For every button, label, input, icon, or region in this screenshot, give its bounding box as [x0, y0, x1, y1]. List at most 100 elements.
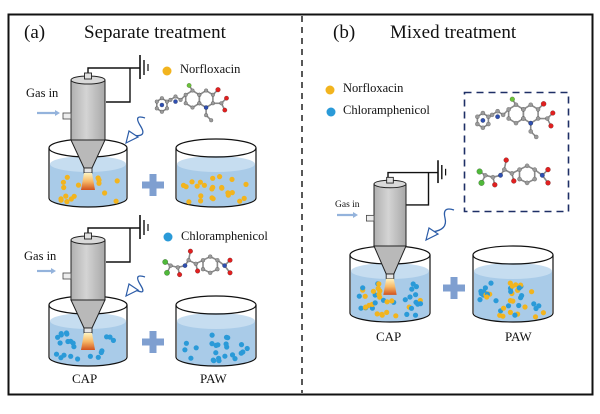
atom [517, 176, 522, 182]
norfloxacin-particle [197, 179, 203, 185]
atom [190, 105, 195, 110]
gas-arrow-head [55, 110, 60, 116]
chloramphenicol-particle [182, 347, 188, 353]
atom [193, 261, 199, 267]
atom [500, 112, 506, 118]
atom [486, 114, 491, 119]
legend-chloramphenicol-dot [163, 232, 173, 242]
plasma-plume [383, 278, 397, 295]
atom [535, 107, 541, 112]
ground-wire [106, 68, 131, 103]
water-surface [177, 313, 255, 329]
atom [495, 108, 500, 114]
norfloxacin-particle [237, 198, 243, 204]
wiring-row2 [87, 215, 149, 263]
chloramphenicol-particle [75, 356, 81, 362]
norfloxacin-particle [229, 176, 235, 182]
chloramphenicol-particle [232, 356, 238, 362]
atom [227, 257, 233, 263]
curved-arrow [131, 275, 146, 293]
chloramphenicol-particle [477, 297, 483, 303]
plasma-plume [81, 173, 95, 190]
atom [480, 110, 486, 116]
atom [509, 96, 515, 102]
atom [195, 268, 201, 274]
chloramphenicol-particle [223, 341, 229, 347]
norfloxacin-particle [225, 192, 231, 198]
cap-particles [58, 174, 120, 205]
cap-beaker-mixed [349, 245, 431, 323]
norfloxacin-particle [522, 304, 528, 310]
norfloxacin-particle [501, 305, 507, 311]
norfloxacin-particle [210, 196, 216, 202]
paw-particles [477, 280, 547, 320]
atom [207, 254, 213, 259]
norfloxacin-particle [198, 193, 204, 199]
chloramphenicol-particle [369, 305, 375, 311]
atom [164, 269, 170, 276]
norfloxacin-particle [113, 198, 119, 204]
norfloxacin-particle [201, 182, 207, 188]
chloramphenicol-particle [409, 286, 415, 292]
gas-in-arrow-row2 [37, 268, 56, 274]
curved-arrow-row1 [125, 116, 146, 145]
atom [524, 163, 530, 169]
norfloxacin-particle [362, 293, 368, 299]
chloramphenicol-particle [402, 297, 408, 303]
electrode-wire [87, 227, 140, 233]
chloramphenicol-particle [516, 285, 522, 291]
norfloxacin-particle [217, 174, 223, 180]
norfloxacin-particle [189, 179, 195, 185]
atom [227, 270, 233, 276]
paw-label: PAW [505, 329, 532, 344]
plasma-jet-row2 [62, 232, 106, 350]
atom [509, 171, 515, 176]
chloramphenicol-particle [110, 337, 116, 343]
norfloxacin-particle [529, 289, 535, 295]
norfloxacin-particle [384, 299, 390, 305]
atom [478, 179, 485, 186]
chloramphenicol-particle [68, 353, 74, 359]
chloramphenicol-particle [417, 301, 424, 307]
cap-particles [53, 330, 116, 362]
electrode-wire [87, 67, 140, 73]
beaker-rim [175, 138, 257, 158]
plus-icon [149, 331, 157, 353]
chloramphenicol-particle [410, 281, 416, 287]
chloramphenicol-particle [505, 303, 512, 309]
atom [164, 106, 170, 111]
norfloxacin-particle [532, 314, 539, 320]
gas-in-label: Gas in [24, 249, 57, 263]
chloramphenicol-particle [412, 312, 419, 318]
norfloxacin-molecule [154, 82, 229, 123]
atom [200, 266, 206, 272]
paw-label: PAW [200, 371, 227, 386]
norfloxacin-particle [363, 304, 369, 310]
atom [197, 92, 202, 97]
electrode-wire [387, 171, 438, 178]
arrow-head [425, 227, 440, 242]
curved-arrow [131, 116, 146, 137]
atom [203, 105, 209, 110]
atom [177, 272, 183, 278]
gas-in-arrow-mixed [337, 212, 358, 218]
chloramphenicol-particle [516, 302, 522, 309]
legend-norfloxacin-label: Norfloxacin [343, 81, 404, 95]
chloramphenicol-molecule [476, 157, 551, 188]
atom [476, 168, 483, 175]
plus-sign-row2 [142, 331, 164, 353]
atom [164, 99, 170, 104]
norfloxacin-particle [198, 198, 204, 204]
water-surface [474, 263, 552, 279]
nozzle-tip [83, 327, 93, 334]
gas-port [62, 112, 72, 120]
atom [203, 88, 209, 93]
atom [492, 182, 498, 188]
chloramphenicol-particle [356, 293, 362, 299]
electrode [84, 232, 92, 240]
cap-particles [356, 281, 424, 319]
chloramphenicol-particle [518, 295, 524, 301]
atom [186, 82, 192, 88]
norfloxacin-particle [114, 178, 120, 184]
norfloxacin-particle [484, 294, 490, 300]
